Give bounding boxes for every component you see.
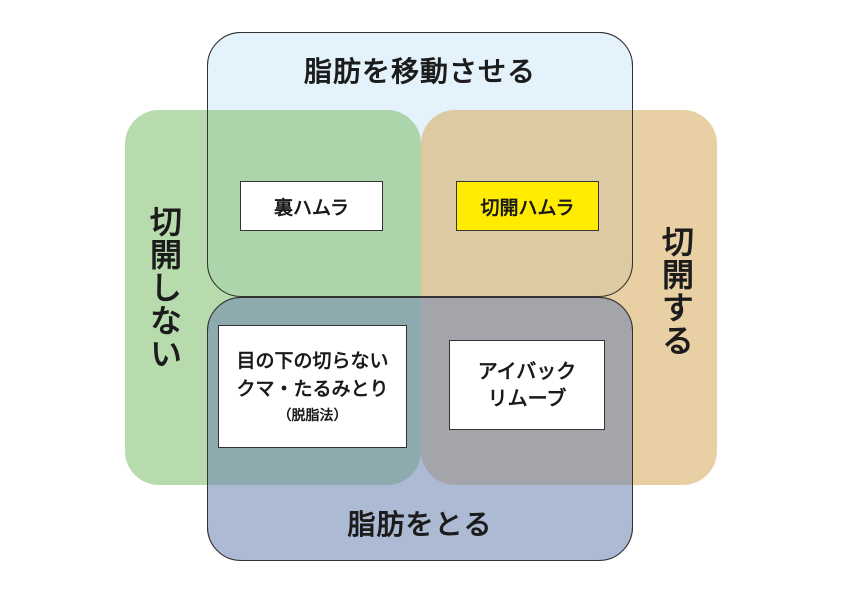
axis-label-no-incision: 切開しない [145,205,183,370]
quadrant-box-eyebag-remove: アイバック リムーブ [449,340,605,430]
quadrant-box-eyebag-remove-line1: アイバック [477,359,577,383]
quadrant-box-incision-hamra: 切開ハムラ [456,181,599,231]
axis-label-incision: 切開する [657,225,695,357]
axis-label-move-fat: 脂肪を移動させる [303,55,536,88]
quadrant-box-ura-hamra: 裏ハムラ [240,181,383,231]
axis-label-remove-fat: 脂肪をとる [347,508,493,541]
quadrant-box-fat-removal-line3: （脱脂法） [277,408,348,425]
quadrant-box-fat-removal-line1: 目の下の切らない [236,349,389,372]
quadrant-box-fat-removal-line2: クマ・たるみとり [236,377,389,400]
quadrant-box-fat-removal: 目の下の切らない クマ・たるみとり （脱脂法） [218,325,407,448]
quadrant-box-eyebag-remove-line2: リムーブ [487,386,567,410]
